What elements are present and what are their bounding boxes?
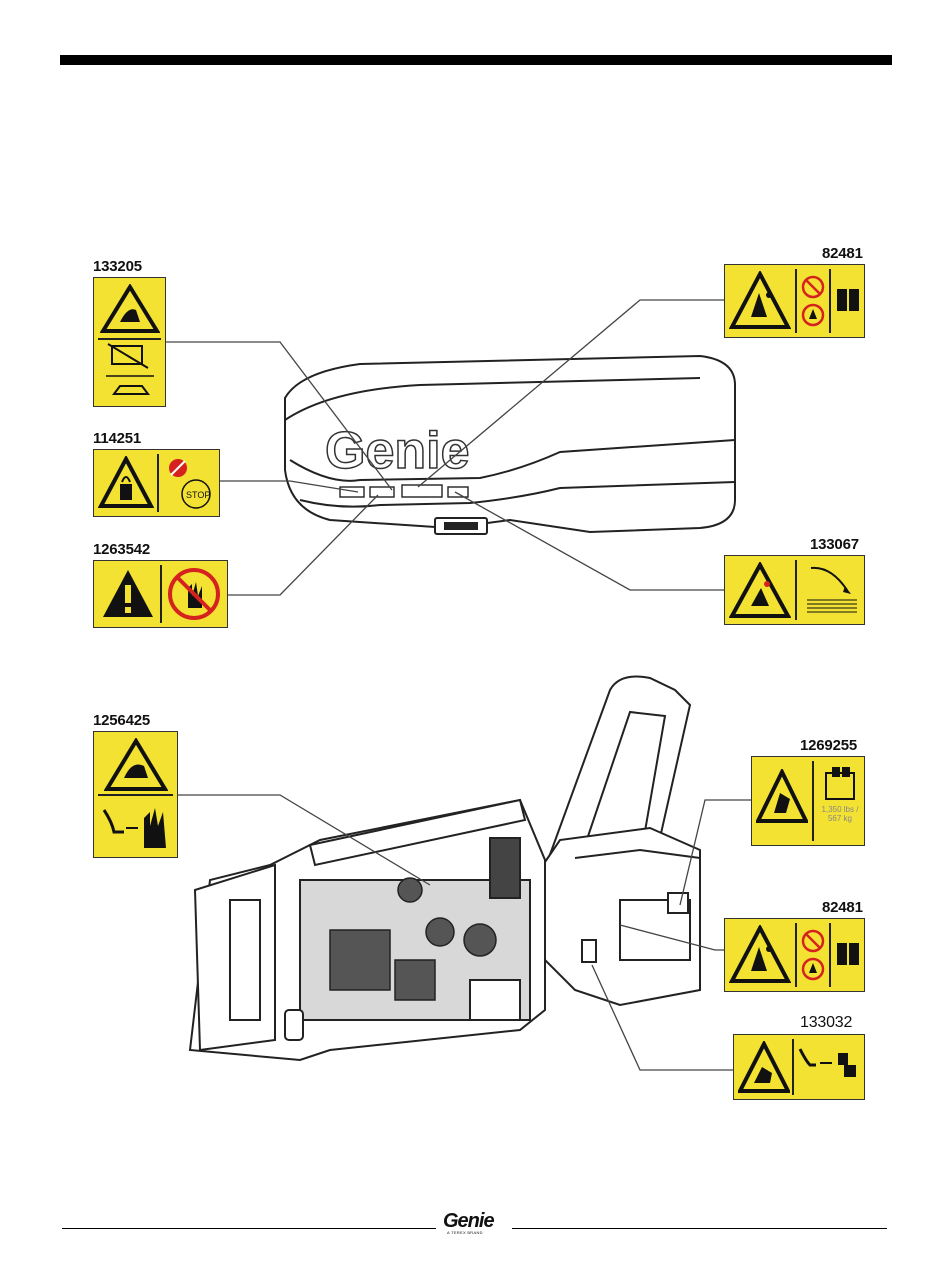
crush-hazard-icon bbox=[738, 1041, 790, 1095]
part-number-label: 1269255 bbox=[800, 737, 857, 754]
part-number-label: 1256425 bbox=[93, 712, 150, 729]
decal-82481 bbox=[724, 918, 865, 992]
part-number-label: 133032 bbox=[800, 1014, 852, 1032]
decal-1269255: 1,350 lbs / 567 kg bbox=[751, 756, 865, 846]
platform-capacity-text: 1,350 lbs / 567 kg bbox=[816, 805, 864, 823]
decal-divider bbox=[792, 1039, 794, 1095]
platform-capacity-icon bbox=[818, 763, 862, 803]
footer-rule-right bbox=[512, 1228, 887, 1229]
part-number-label: 82481 bbox=[822, 899, 863, 916]
keep-clearance-icon bbox=[796, 1043, 862, 1083]
decal-divider bbox=[98, 794, 173, 796]
decal-1256425 bbox=[93, 731, 178, 858]
decal-133032 bbox=[733, 1034, 865, 1100]
decal-divider bbox=[829, 923, 831, 987]
no-smoking-icon bbox=[799, 927, 827, 985]
keep-clear-hand-icon bbox=[100, 798, 172, 854]
footer-rule-left bbox=[62, 1228, 436, 1229]
explosion-hazard-icon bbox=[729, 925, 791, 985]
manual-book-icon bbox=[835, 939, 861, 969]
hand-crush-hazard-icon bbox=[104, 738, 168, 792]
decal-divider bbox=[812, 761, 814, 841]
tip-over-hazard-icon bbox=[756, 769, 808, 827]
footer-terex-brand: A TEREX BRAND bbox=[447, 1230, 483, 1235]
decal-divider bbox=[795, 923, 797, 987]
